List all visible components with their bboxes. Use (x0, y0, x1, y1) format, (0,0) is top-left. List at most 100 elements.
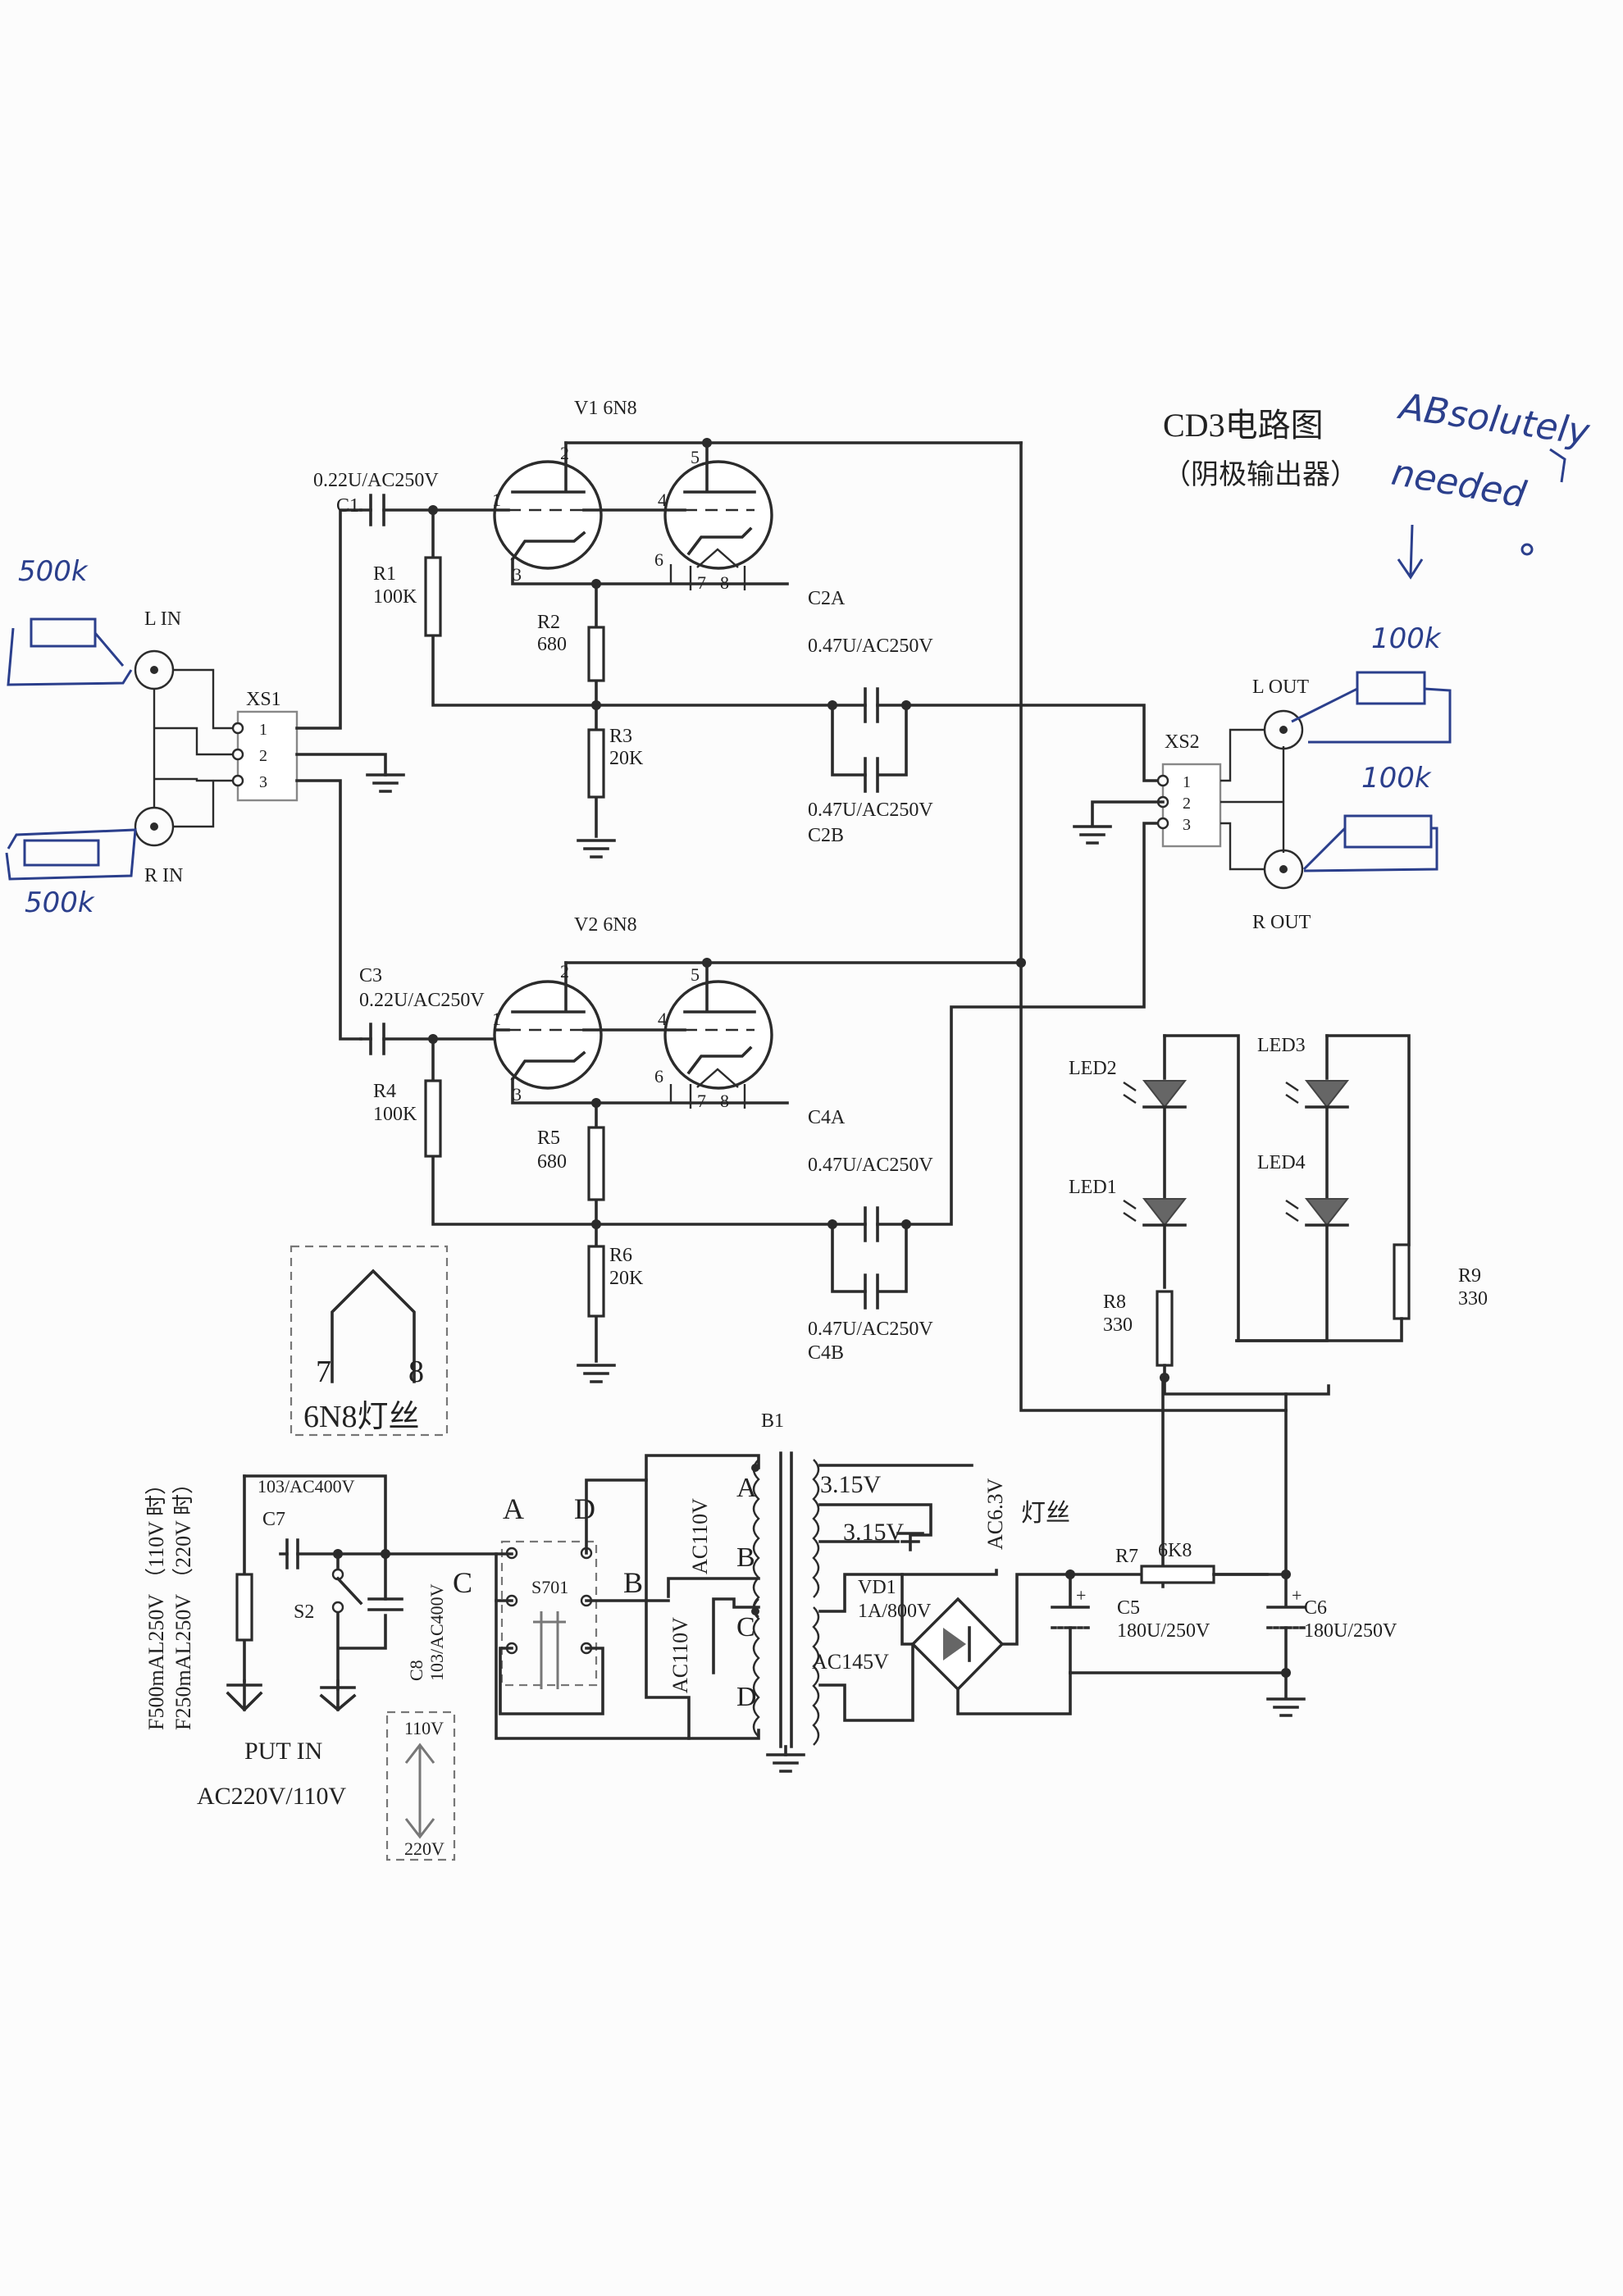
v1-label: V1 6N8 (574, 398, 637, 419)
xs1-l-signal-wire (295, 508, 362, 730)
c3-value: 0.22U/AC250V (359, 990, 485, 1011)
v1-pin3: 3 (513, 564, 522, 585)
c4b-name: C4B (808, 1342, 844, 1364)
xs1-pin1-label: 1 (259, 721, 267, 739)
v2-cathode-wire (511, 1077, 789, 1105)
ac145-label: AC145V (812, 1650, 889, 1674)
xs1-ground-wire (295, 753, 387, 777)
xs2-pin2-label: 2 (1183, 795, 1191, 813)
hand-resistor-l-out (1356, 671, 1426, 705)
xs1-connector (236, 710, 299, 802)
voltage-select-110v: 110V (404, 1718, 444, 1738)
r2-value: 680 (537, 634, 567, 655)
v1b-cathode (686, 526, 753, 556)
r2-name: R2 (537, 612, 560, 633)
r7-out-wire (1212, 1409, 1288, 1576)
ground-junction (1281, 1668, 1291, 1678)
v2-heater-leads (669, 1084, 746, 1109)
v1-pin4: 4 (658, 490, 667, 510)
r4-name: R4 (373, 1081, 396, 1102)
schematic-subtitle: （阴极输出器） (1163, 459, 1358, 490)
v2b-cathode (686, 1046, 753, 1075)
xs1-label: XS1 (246, 689, 281, 710)
s701-label: S701 (531, 1577, 568, 1597)
r6-value: 20K (609, 1268, 644, 1289)
r5-name: R5 (537, 1128, 560, 1149)
c5-plus: + (1076, 1585, 1086, 1606)
l-in-label: L IN (144, 608, 181, 630)
v1-heater-leads (669, 564, 746, 590)
s2-label: S2 (294, 1601, 314, 1623)
handwritten-dot (1520, 543, 1534, 556)
led3-symbol (1304, 1080, 1350, 1109)
s701-wires (495, 1599, 670, 1715)
v2-pin2: 2 (560, 961, 569, 982)
r8-resistor (1156, 1290, 1174, 1367)
v2-pin8: 8 (720, 1091, 729, 1111)
b-plus-junction-v2 (1016, 958, 1026, 968)
r7-name: R7 (1115, 1546, 1138, 1567)
s701-switch-box (500, 1540, 598, 1687)
tap-c-label: C (736, 1612, 755, 1642)
filament-label: 灯丝 (1021, 1500, 1070, 1527)
c7-name: C7 (262, 1509, 285, 1530)
r8-wire (1163, 1364, 1330, 1396)
l-in-wire (173, 668, 238, 730)
xs1-ground-symbol (366, 773, 405, 793)
r8-value: 330 (1103, 1314, 1133, 1336)
c6-name: C6 (1304, 1597, 1327, 1619)
xs1-pin2-dot (231, 748, 244, 761)
xs1-pin3-label: 3 (259, 773, 267, 791)
r-in-label: R IN (144, 865, 183, 886)
v2-pin1: 1 (492, 1009, 501, 1029)
r5-resistor (587, 1126, 605, 1201)
r9-resistor (1393, 1243, 1411, 1320)
b1-label: B1 (761, 1410, 784, 1432)
r-out-jack-pin (1279, 865, 1288, 873)
c2-junction-left (827, 700, 837, 710)
v2-pin5: 5 (691, 964, 700, 985)
b-plus-bus (1019, 441, 1288, 1412)
c8-capacitor (367, 1597, 403, 1611)
xs2-ground-wire (1091, 800, 1165, 826)
v1-pin2: 2 (560, 443, 569, 463)
v1-heater (696, 548, 739, 568)
primary-a-wire (495, 1454, 760, 1740)
s701-d-wire (585, 1478, 648, 1555)
r3-resistor (587, 728, 605, 799)
tap-a-label: A (736, 1473, 757, 1503)
switch-d-label: D (574, 1492, 595, 1525)
v2-triode-left (493, 980, 603, 1090)
l-out-wire (1220, 728, 1265, 782)
b1-secondary-ht (812, 1606, 820, 1746)
c6-wires (1266, 1573, 1306, 1699)
rectifier-wires (818, 1569, 1269, 1722)
voltage-select-box (385, 1711, 456, 1861)
v1-pin1: 1 (492, 490, 501, 510)
v2-pin3: 3 (513, 1084, 522, 1105)
switch-b-label: B (623, 1566, 643, 1599)
r5-value: 680 (537, 1151, 567, 1173)
xs1-r-signal-wire (295, 779, 362, 1041)
c8-value: 103/AC400V (426, 1583, 447, 1681)
heater-pin7: 7 (316, 1355, 331, 1389)
r8-name: R8 (1103, 1292, 1126, 1313)
r1-junction (428, 505, 438, 515)
hand-resistor-l-in (30, 617, 97, 648)
l-out-label: L OUT (1252, 676, 1309, 698)
v1-pin6: 6 (654, 549, 663, 570)
c7-capacitor (285, 1538, 299, 1569)
r6-ground-symbol (577, 1364, 616, 1383)
r2-resistor (587, 626, 605, 682)
hand-resistor-r-in (23, 839, 100, 867)
handwritten-note-line1: ABsolutely (1394, 385, 1593, 453)
v1-pin7: 7 (697, 572, 706, 593)
r7-value: 6K8 (1158, 1540, 1192, 1561)
hand-resistor-r-out (1343, 814, 1433, 849)
r7-resistor (1140, 1565, 1215, 1584)
led4-label: LED4 (1257, 1152, 1306, 1173)
l-in-jack-pin (150, 666, 158, 674)
ac110-label-1: AC110V (688, 1498, 712, 1574)
switch-c-label: C (453, 1566, 472, 1599)
